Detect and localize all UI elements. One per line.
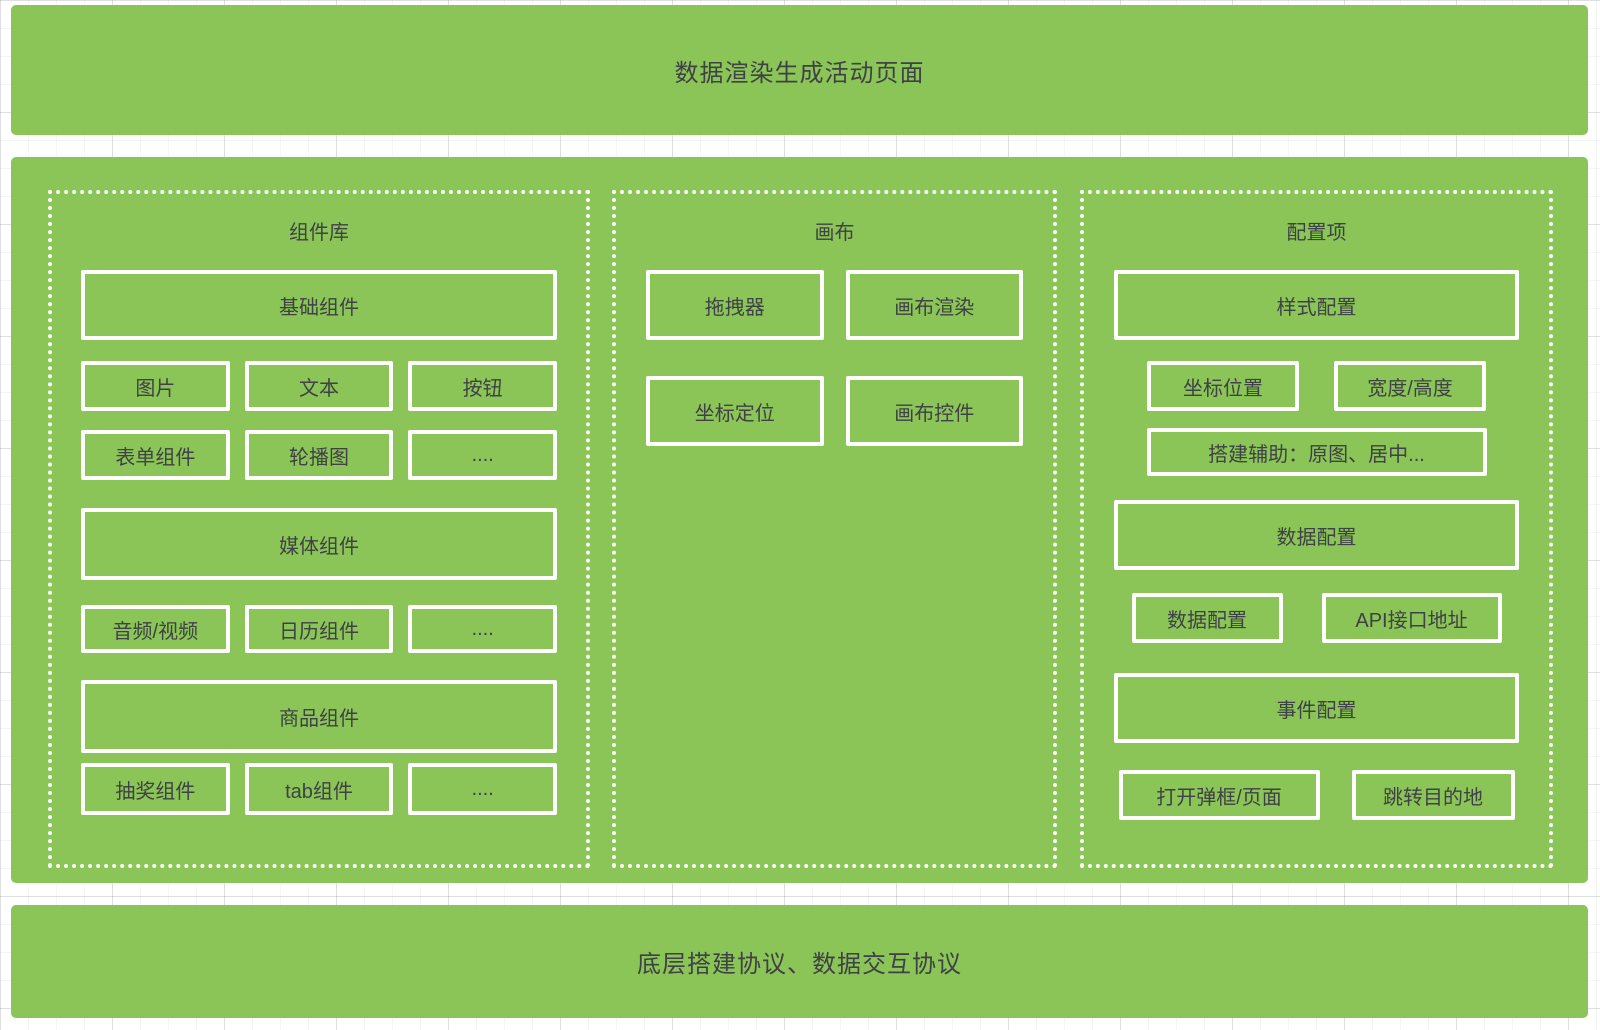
box-event-config: 事件配置 — [1114, 673, 1519, 743]
box-open-modal-page: 打开弹框/页面 — [1118, 770, 1320, 820]
column-config: 配置项 样式配置 坐标位置 宽度/高度 搭建辅助：原图、居中... 数据配置 数… — [1080, 190, 1553, 868]
box-calendar-component: 日历组件 — [244, 605, 394, 653]
box-carousel: 轮播图 — [244, 430, 394, 480]
main-panel: 组件库 基础组件 图片 文本 按钮 表单组件 轮播图 .... 媒体组件 音频/… — [11, 157, 1588, 883]
row-basic-items-1: 图片 文本 按钮 — [81, 361, 558, 411]
config-title: 配置项 — [1286, 222, 1347, 244]
box-width-height: 宽度/高度 — [1334, 361, 1486, 411]
box-basic-components: 基础组件 — [81, 270, 557, 340]
box-jump-destination: 跳转目的地 — [1351, 770, 1515, 820]
box-coordinate-positioning: 坐标定位 — [646, 376, 824, 446]
top-banner: 数据渲染生成活动页面 — [11, 5, 1588, 135]
box-product-components: 商品组件 — [81, 680, 557, 753]
row-media-items: 音频/视频 日历组件 .... — [81, 605, 558, 653]
canvas-title: 画布 — [814, 222, 855, 244]
box-text: 文本 — [244, 361, 394, 411]
box-data-config: 数据配置 — [1114, 500, 1519, 570]
box-button: 按钮 — [408, 361, 558, 411]
column-canvas: 画布 拖拽器 画布渲染 坐标定位 画布控件 — [612, 190, 1057, 868]
row-style-items: 坐标位置 宽度/高度 — [1114, 361, 1519, 411]
box-coordinate-position: 坐标位置 — [1147, 361, 1299, 411]
column-component-library: 组件库 基础组件 图片 文本 按钮 表单组件 轮播图 .... 媒体组件 音频/… — [48, 190, 590, 868]
box-dragger: 拖拽器 — [646, 270, 824, 340]
component-library-title: 组件库 — [289, 222, 349, 244]
row-data-items: 数据配置 API接口地址 — [1114, 593, 1519, 643]
box-more-media: .... — [408, 605, 558, 653]
box-media-components: 媒体组件 — [81, 508, 557, 580]
box-more-basic: .... — [408, 430, 558, 480]
top-banner-label: 数据渲染生成活动页面 — [674, 59, 925, 87]
row-canvas-1: 拖拽器 画布渲染 — [646, 270, 1023, 340]
row-product-items: 抽奖组件 tab组件 .... — [81, 763, 558, 815]
bottom-banner: 底层搭建协议、数据交互协议 — [11, 905, 1588, 1018]
box-lottery-component: 抽奖组件 — [81, 763, 230, 815]
box-data-config-item: 数据配置 — [1131, 593, 1283, 643]
box-canvas-render: 画布渲染 — [845, 270, 1023, 340]
box-build-helper: 搭建辅助：原图、居中... — [1146, 428, 1487, 476]
box-api-address: API接口地址 — [1321, 593, 1502, 643]
row-canvas-2: 坐标定位 画布控件 — [646, 376, 1023, 446]
row-basic-items-2: 表单组件 轮播图 .... — [81, 430, 558, 480]
box-more-product: .... — [408, 763, 558, 815]
box-form-component: 表单组件 — [81, 430, 230, 480]
box-style-config: 样式配置 — [1114, 270, 1519, 340]
box-canvas-controls: 画布控件 — [845, 376, 1023, 446]
bottom-banner-label: 底层搭建协议、数据交互协议 — [637, 951, 962, 978]
box-tab-component: tab组件 — [244, 763, 394, 815]
row-event-items: 打开弹框/页面 跳转目的地 — [1114, 770, 1519, 820]
box-audio-video: 音频/视频 — [81, 605, 230, 653]
box-image: 图片 — [81, 361, 230, 411]
